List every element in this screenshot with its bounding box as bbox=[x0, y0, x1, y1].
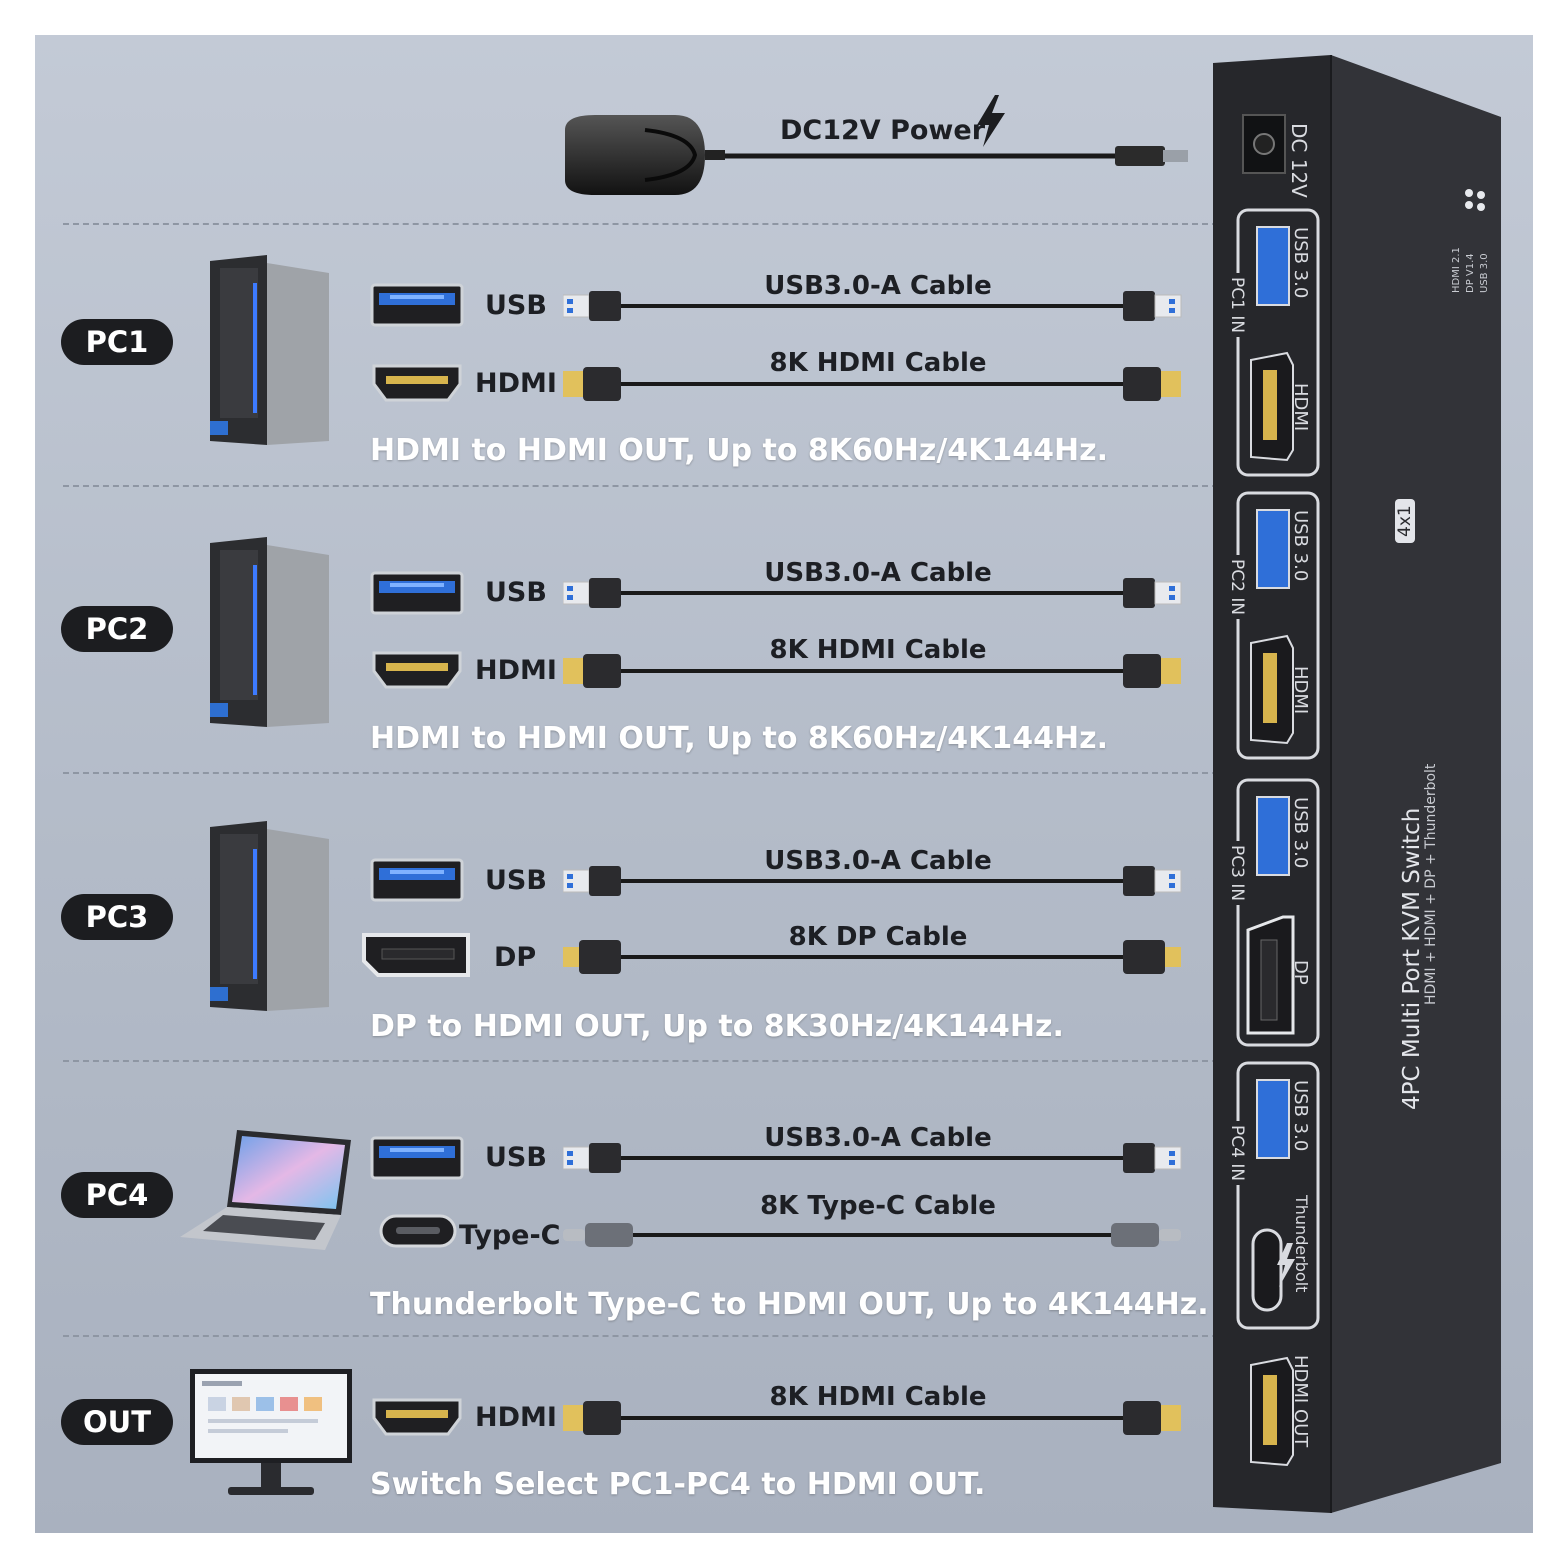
usb-port-label: USB bbox=[485, 577, 547, 608]
dc-label: DC 12V bbox=[1287, 123, 1311, 198]
divider bbox=[63, 485, 1218, 487]
hdmi-cable bbox=[563, 654, 1181, 688]
out-hdmi-cable-label: 8K HDMI Cable bbox=[769, 1382, 987, 1412]
device-subtitle: HDMI + HDMI + DP + Thunderbolt bbox=[1423, 763, 1439, 1005]
usb-label: USB 3.0 bbox=[1290, 227, 1311, 299]
usb-cable bbox=[563, 578, 1182, 608]
pc4-pill: PC4 bbox=[61, 1172, 173, 1218]
divider bbox=[63, 223, 1218, 225]
hdmi-cable-label: 8K HDMI Cable bbox=[769, 635, 987, 665]
hdmi-port-icon bbox=[372, 1398, 462, 1436]
lightning-icon bbox=[977, 95, 1005, 147]
device-badge: 4x1 bbox=[1395, 499, 1415, 543]
led-label: HDMI 2.1 bbox=[1451, 247, 1462, 293]
usb-port-icon bbox=[370, 571, 464, 615]
video-label: Thunderbolt bbox=[1292, 1195, 1311, 1293]
pc1-spec: HDMI to HDMI OUT, Up to 8K60Hz/4K144Hz. bbox=[370, 433, 1109, 468]
led-label: USB 3.0 bbox=[1479, 253, 1490, 293]
hdmi-port-icon bbox=[372, 651, 462, 689]
usb-cable-label: USB3.0-A Cable bbox=[764, 1123, 992, 1153]
in-label: PC1 IN bbox=[1227, 273, 1247, 338]
usb-cable bbox=[563, 1143, 1182, 1173]
type-c-port-label: Type-C bbox=[459, 1220, 561, 1251]
type-c-cable-label: 8K Type-C Cable bbox=[760, 1191, 996, 1221]
dp-port-label: DP bbox=[494, 942, 537, 973]
divider bbox=[63, 772, 1218, 774]
pc-tower-icon bbox=[210, 255, 329, 445]
divider bbox=[63, 1060, 1218, 1062]
pc-tower-icon bbox=[210, 821, 329, 1011]
hdmi-cable-label: 8K HDMI Cable bbox=[769, 348, 987, 378]
usb-port-label: USB bbox=[485, 1142, 547, 1173]
device-title: 4PC Multi Port KVM Switch bbox=[1399, 807, 1425, 1110]
usb-port-icon bbox=[370, 283, 464, 327]
hdmi-port-icon bbox=[372, 364, 462, 402]
in-label: PC2 IN bbox=[1227, 555, 1247, 620]
usb-cable bbox=[563, 291, 1182, 321]
out-spec: Switch Select PC1-PC4 to HDMI OUT. bbox=[370, 1467, 986, 1502]
usb-cable-label: USB3.0-A Cable bbox=[764, 846, 992, 876]
usb-cable-label: USB3.0-A Cable bbox=[764, 271, 992, 301]
usb-port-icon bbox=[370, 1136, 464, 1180]
hdmi-cable bbox=[563, 367, 1181, 401]
laptop-icon bbox=[180, 1130, 351, 1250]
hdmi-port-label: HDMI bbox=[475, 655, 557, 686]
out-hdmi-cable bbox=[563, 1401, 1181, 1435]
dp-cable-label: 8K DP Cable bbox=[788, 922, 968, 952]
usb-label: USB 3.0 bbox=[1290, 510, 1311, 582]
usb-label: USB 3.0 bbox=[1290, 1080, 1311, 1152]
monitor-icon bbox=[190, 1369, 352, 1495]
type-c-cable bbox=[563, 1223, 1181, 1247]
device-body bbox=[1213, 55, 1501, 1513]
hdmi-out-label: HDMI OUT bbox=[1290, 1355, 1311, 1448]
hdmi-port-label: HDMI bbox=[475, 368, 557, 399]
usb-label: USB 3.0 bbox=[1290, 797, 1311, 869]
video-label: DP bbox=[1290, 960, 1311, 985]
in-label: PC4 IN bbox=[1227, 1121, 1247, 1186]
pc3-pill: PC3 bbox=[61, 894, 173, 940]
kvm-switch-device: DC 12V USB 3.0 HDMI PC1 IN USB 3.0 HDMI … bbox=[1213, 55, 1503, 1513]
pc-tower-icon bbox=[210, 537, 329, 727]
usb-port-label: USB bbox=[485, 290, 547, 321]
usb-port-label: USB bbox=[485, 865, 547, 896]
video-label: HDMI bbox=[1290, 383, 1311, 432]
type-c-port-icon bbox=[379, 1214, 457, 1248]
led-label: DP V1.4 bbox=[1465, 253, 1476, 293]
usb-port-icon bbox=[370, 858, 464, 902]
in-label: PC3 IN bbox=[1227, 841, 1247, 906]
pc1-pill: PC1 bbox=[61, 319, 173, 365]
out-hdmi-port-label: HDMI bbox=[475, 1402, 557, 1433]
power-adapter bbox=[565, 115, 1188, 195]
pc2-pill: PC2 bbox=[61, 606, 173, 652]
pc3-spec: DP to HDMI OUT, Up to 8K30Hz/4K144Hz. bbox=[370, 1009, 1064, 1044]
divider bbox=[63, 1335, 1218, 1337]
power-label: DC12V Power bbox=[780, 115, 986, 146]
pc4-spec: Thunderbolt Type-C to HDMI OUT, Up to 4K… bbox=[370, 1287, 1209, 1322]
displayport-icon bbox=[362, 933, 470, 977]
dp-cable bbox=[563, 940, 1181, 974]
pc2-spec: HDMI to HDMI OUT, Up to 8K60Hz/4K144Hz. bbox=[370, 721, 1109, 756]
diagram-canvas: DC12V Power PC1 USB USB3.0-A Cable HDMI … bbox=[35, 35, 1533, 1533]
usb-cable-label: USB3.0-A Cable bbox=[764, 558, 992, 588]
video-label: HDMI bbox=[1290, 666, 1311, 715]
usb-cable bbox=[563, 866, 1182, 896]
out-pill: OUT bbox=[61, 1399, 173, 1445]
